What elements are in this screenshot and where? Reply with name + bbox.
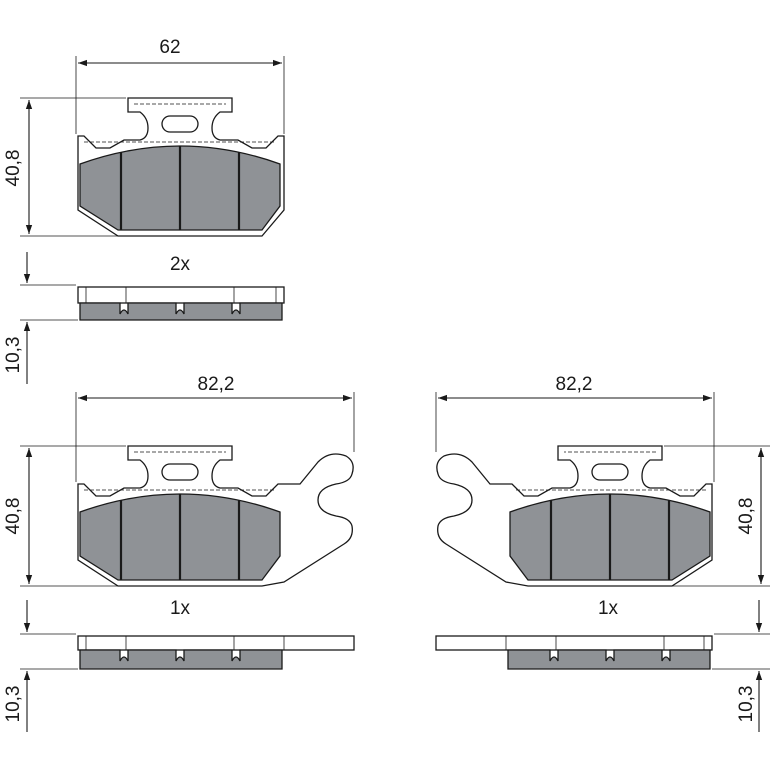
pad-small-width-dimension: 62 (75, 37, 285, 134)
hidden-edge (514, 451, 706, 491)
friction-pad-side (79, 302, 283, 321)
pad-small-front-view (77, 97, 285, 237)
friction-pad-side (79, 649, 283, 670)
hidden-edge (84, 103, 276, 143)
pad-small-height-dimension: 40,8 (3, 97, 126, 237)
mounting-slot (161, 115, 199, 133)
pad-right-ear-front-view (436, 445, 713, 587)
width-label: 62 (159, 37, 180, 58)
width-label: 82,2 (556, 374, 593, 395)
friction-pad-side (507, 649, 711, 670)
quantity-label: 1x (170, 598, 191, 619)
thickness-label: 10,3 (3, 337, 24, 374)
thickness-label: 10,3 (3, 686, 24, 723)
width-label: 82,2 (198, 374, 235, 395)
pad-right-ear-side-view (435, 635, 713, 670)
pad-right-ear-width-dimension: 82,2 (435, 374, 715, 482)
pad-right-ear-height-dimension: 40,8 (664, 445, 770, 587)
mounting-slot (161, 463, 199, 481)
thickness-label: 10,3 (736, 686, 757, 723)
pad-small-thickness-dimension: 10,3 (3, 252, 78, 384)
height-label: 40,8 (3, 150, 24, 187)
pad-small-side-view (77, 286, 285, 321)
backing-plate-side (435, 635, 713, 651)
mounting-slot (591, 463, 629, 481)
quantity-label: 2x (170, 254, 191, 275)
backing-plate-side (77, 635, 355, 651)
height-label: 40,8 (3, 498, 24, 535)
backing-plate-side (77, 286, 285, 304)
pad-left-ear-thickness-dimension: 10,3 (3, 600, 78, 732)
pad-left-ear-side-view (77, 635, 355, 670)
height-label: 40,8 (736, 498, 757, 535)
pad-left-ear-front-view (77, 445, 354, 587)
pad-left-ear-height-dimension: 40,8 (3, 445, 126, 587)
quantity-label: 1x (598, 598, 619, 619)
hidden-edge (84, 451, 276, 491)
pad-left-ear-width-dimension: 82,2 (75, 374, 355, 482)
pad-right-ear-thickness-dimension: 10,3 (712, 600, 770, 732)
